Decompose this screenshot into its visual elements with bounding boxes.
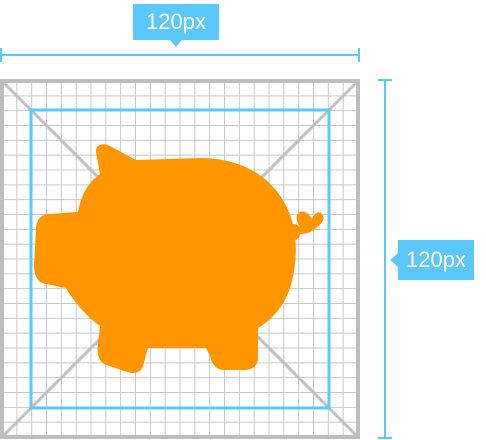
width-label-bubble	[133, 4, 219, 47]
grid-outer-border	[0, 79, 360, 439]
height-dimension-line	[378, 79, 392, 439]
piggy-bank-icon	[34, 144, 324, 374]
width-label: 120px	[146, 9, 206, 34]
keyline-square	[29, 108, 331, 410]
width-dimension-line	[0, 48, 360, 62]
height-label-bubble	[390, 240, 474, 280]
height-label: 120px	[406, 247, 466, 272]
